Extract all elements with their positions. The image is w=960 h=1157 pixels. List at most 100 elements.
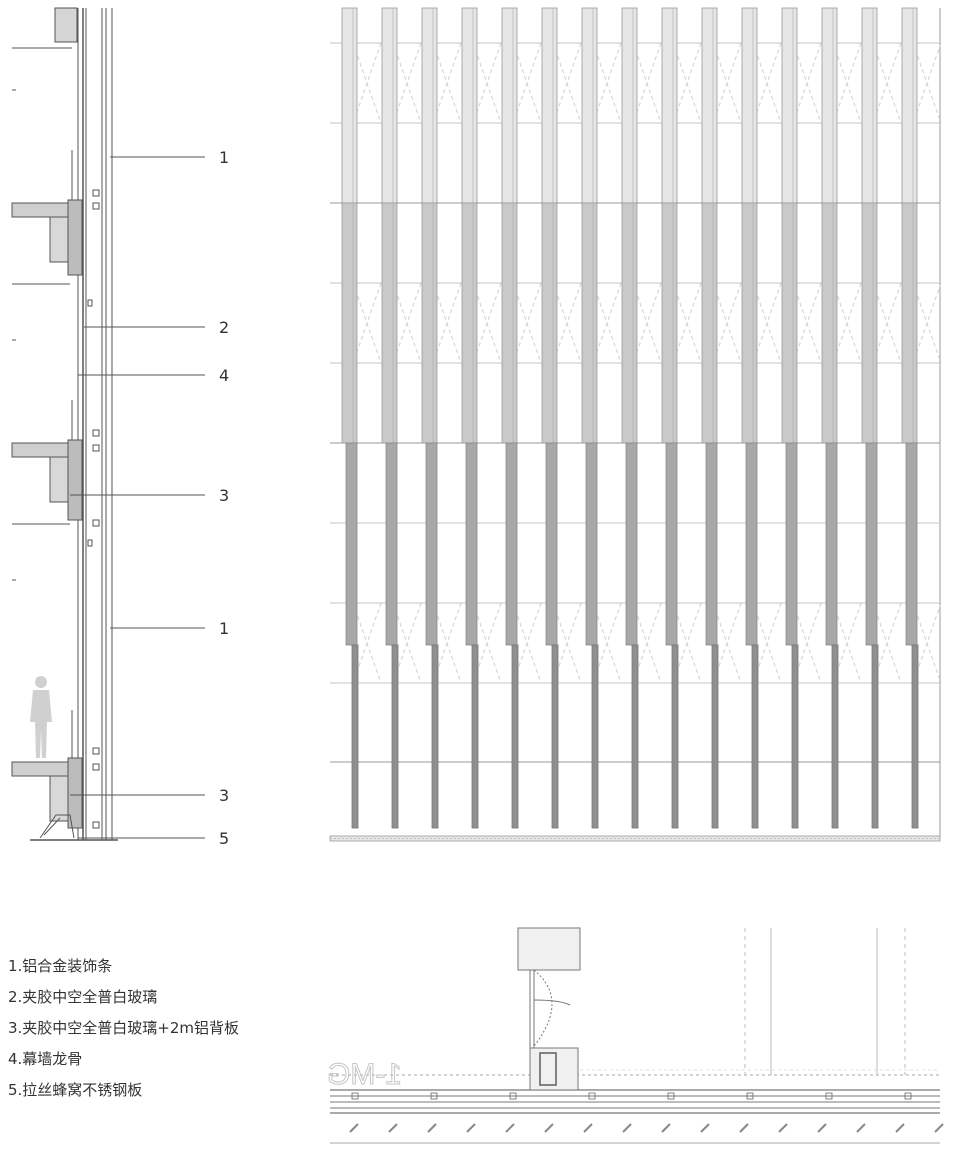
fin-upper xyxy=(701,7,718,204)
fin-middle xyxy=(621,202,638,444)
fin-lower xyxy=(385,442,398,646)
plan-fin-mark xyxy=(661,1123,671,1133)
fin-middle xyxy=(581,202,598,444)
bracing-dash xyxy=(672,282,702,364)
bracing-dash xyxy=(712,42,742,124)
fin-lower xyxy=(745,442,758,646)
legend-item-4: 4.幕墙龙骨 xyxy=(8,1050,83,1068)
fin-base xyxy=(791,644,799,829)
bracing-dash xyxy=(672,42,702,124)
fin-upper xyxy=(341,7,358,204)
fin-base xyxy=(911,644,919,829)
bracing-dash xyxy=(912,282,942,364)
fin-upper xyxy=(901,7,918,204)
callout-3-lower: 3 xyxy=(219,786,230,805)
fin-base xyxy=(831,644,839,829)
bracing-dash xyxy=(712,282,742,364)
floor-slab-1 xyxy=(11,202,71,218)
plan-fin-mark xyxy=(505,1123,515,1133)
floor-slab-2 xyxy=(11,442,71,458)
fin-base xyxy=(631,644,639,829)
plan-anchor-mark xyxy=(904,1092,912,1100)
plan-fin-mark xyxy=(778,1123,788,1133)
fin-lower xyxy=(545,442,558,646)
fin-upper xyxy=(741,7,758,204)
fin-middle xyxy=(381,202,398,444)
bracing-dash xyxy=(432,42,462,124)
fin-base xyxy=(551,644,559,829)
plan-fin-mark xyxy=(349,1123,359,1133)
bracing-dash xyxy=(752,42,782,124)
fin-lower xyxy=(825,442,838,646)
callout-3-upper: 3 xyxy=(219,486,230,505)
fin-upper xyxy=(461,7,478,204)
fin-base xyxy=(671,644,679,829)
fin-base xyxy=(431,644,439,829)
fin-upper xyxy=(661,7,678,204)
fin-middle xyxy=(821,202,838,444)
plan-fin-mark xyxy=(895,1123,905,1133)
bracing-dash xyxy=(632,42,662,124)
fin-upper xyxy=(421,7,438,204)
plan-fin-mark xyxy=(622,1123,632,1133)
fin-middle xyxy=(661,202,678,444)
bracing-dash xyxy=(792,42,822,124)
bracing-dash xyxy=(512,42,542,124)
bracing-dash xyxy=(832,42,862,124)
plan-fin-mark xyxy=(817,1123,827,1133)
legend-item-2: 2.夹胶中空全普白玻璃 xyxy=(8,988,158,1006)
floor-slab-3 xyxy=(11,761,71,777)
fin-upper xyxy=(621,7,638,204)
fin-lower xyxy=(785,442,798,646)
legend-item-3: 3.夹胶中空全普白玻璃+2m铝背板 xyxy=(8,1019,240,1037)
bracing-dash xyxy=(472,42,502,124)
legend-item-5: 5.拉丝蜂窝不锈钢板 xyxy=(8,1081,143,1099)
callout-leaders xyxy=(70,156,205,839)
fin-base xyxy=(391,644,399,829)
fin-upper xyxy=(381,7,398,204)
plan-anchor-mark xyxy=(351,1092,359,1100)
fin-lower xyxy=(625,442,638,646)
fin-upper xyxy=(541,7,558,204)
bracing-dash xyxy=(392,42,422,124)
fin-lower xyxy=(585,442,598,646)
fin-base xyxy=(751,644,759,829)
bracing-dash xyxy=(872,282,902,364)
bracing-dash xyxy=(632,282,662,364)
fin-upper xyxy=(501,7,518,204)
fin-middle xyxy=(741,202,758,444)
fin-middle xyxy=(501,202,518,444)
bracing-dash xyxy=(592,42,622,124)
fin-middle xyxy=(541,202,558,444)
plan-fin-mark xyxy=(583,1123,593,1133)
plan-anchor-mark xyxy=(746,1092,754,1100)
plan-fin-mark xyxy=(544,1123,554,1133)
bracing-dash xyxy=(512,282,542,364)
fin-lower xyxy=(905,442,918,646)
bracing-dash xyxy=(872,42,902,124)
plan-fin-mark xyxy=(427,1123,437,1133)
callout-1-top: 1 xyxy=(219,148,230,167)
fin-lower xyxy=(705,442,718,646)
wall-section xyxy=(11,7,118,841)
bracing-dash xyxy=(392,282,422,364)
bracing-dash xyxy=(352,42,382,124)
material-legend: 1.铝合金装饰条 2.夹胶中空全普白玻璃 3.夹胶中空全普白玻璃+2m铝背板 4… xyxy=(8,955,239,1110)
fin-lower xyxy=(425,442,438,646)
bracing-dash xyxy=(592,282,622,364)
bracing-dash xyxy=(832,282,862,364)
fin-middle xyxy=(701,202,718,444)
bracing-dash xyxy=(472,282,502,364)
fin-lower xyxy=(665,442,678,646)
fin-base xyxy=(871,644,879,829)
bracing-dash xyxy=(552,282,582,364)
fin-middle xyxy=(781,202,798,444)
plan-fin-mark xyxy=(739,1123,749,1133)
callout-5: 5 xyxy=(219,829,230,848)
fin-base xyxy=(511,644,519,829)
fin-middle xyxy=(341,202,358,444)
fin-middle xyxy=(901,202,918,444)
fin-base xyxy=(711,644,719,829)
